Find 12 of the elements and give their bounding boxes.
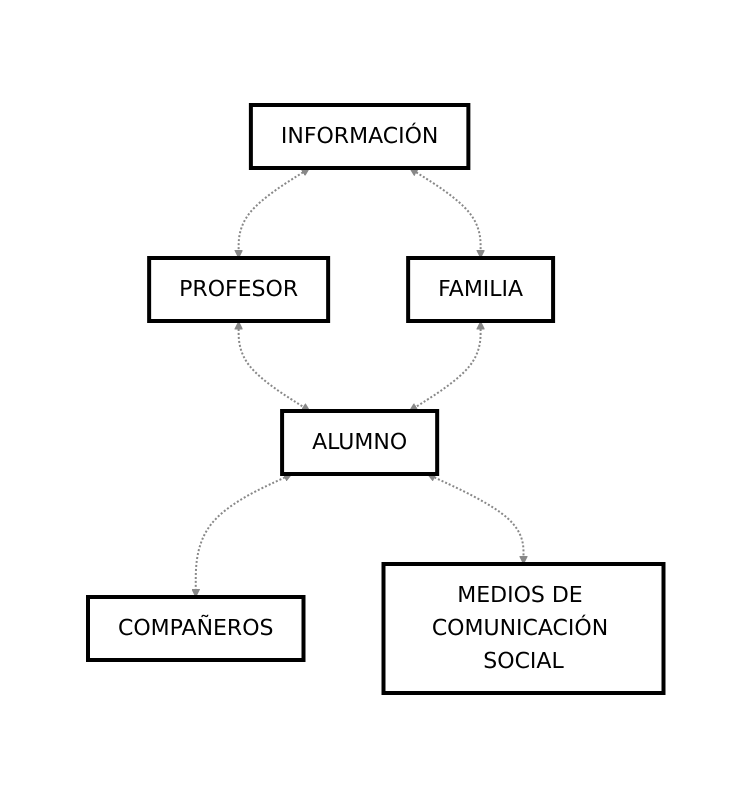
node-box: FAMILIA <box>406 256 555 322</box>
node-box: PROFESOR <box>146 256 330 322</box>
arrow <box>234 320 310 411</box>
node-box: INFORMACIÓN <box>248 102 470 170</box>
arrow <box>409 167 485 258</box>
node-box: MEDIOS DE COMUNICACIÓN SOCIAL <box>381 562 666 694</box>
arrow <box>234 167 310 258</box>
node-box: COMPAÑEROS <box>86 594 306 662</box>
node-box: ALUMNO <box>280 408 439 476</box>
arrow <box>426 473 528 564</box>
arrow <box>408 320 485 411</box>
arrow <box>191 473 292 597</box>
